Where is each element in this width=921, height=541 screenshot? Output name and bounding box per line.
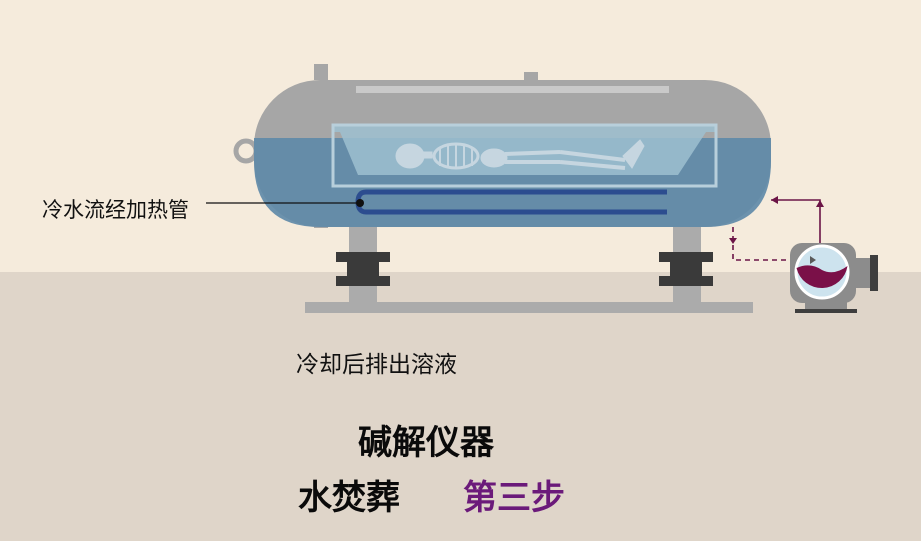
pump-flange	[870, 255, 878, 291]
tank-lifting-ring	[233, 138, 259, 164]
rubber-mount-right-bottom	[659, 276, 713, 286]
pump-foot	[795, 309, 857, 313]
drain-label: 冷却后排出溶液	[296, 352, 457, 378]
rubber-mount-right-top	[659, 252, 713, 262]
heating-pipe-marker	[356, 199, 364, 207]
tank-top-rail	[356, 86, 669, 93]
pump-base	[805, 302, 847, 310]
rubber-mount-right-core	[670, 260, 702, 278]
background-floor	[0, 272, 921, 541]
rubber-mount-left-core	[347, 260, 379, 278]
stand-base	[305, 302, 753, 313]
return-line	[771, 199, 821, 250]
rubber-mount-left-bottom	[336, 276, 390, 286]
device-title: 碱解仪器	[358, 423, 494, 463]
inner-chamber	[333, 125, 716, 175]
recirculation-lines	[729, 196, 824, 261]
pump-inlet-arrow	[810, 256, 816, 264]
heating-pipe-label: 冷水流经加热管	[42, 198, 189, 222]
skeleton-icon	[395, 139, 645, 170]
pump-icon	[790, 243, 878, 313]
tank-valve	[314, 64, 328, 80]
inner-chamber-frame	[331, 123, 718, 188]
rubber-mount-left-top	[336, 252, 390, 262]
hydrolysis-tank	[206, 64, 771, 228]
pump-outlet	[853, 258, 871, 288]
process-title: 水焚葬	[298, 478, 400, 518]
return-arrow	[771, 196, 778, 204]
tank-stand	[305, 215, 753, 313]
drain-arrow	[729, 238, 737, 244]
step-badge: 第三步	[463, 478, 565, 518]
return-arrow-up	[816, 200, 824, 207]
pump-liquid	[796, 265, 848, 289]
